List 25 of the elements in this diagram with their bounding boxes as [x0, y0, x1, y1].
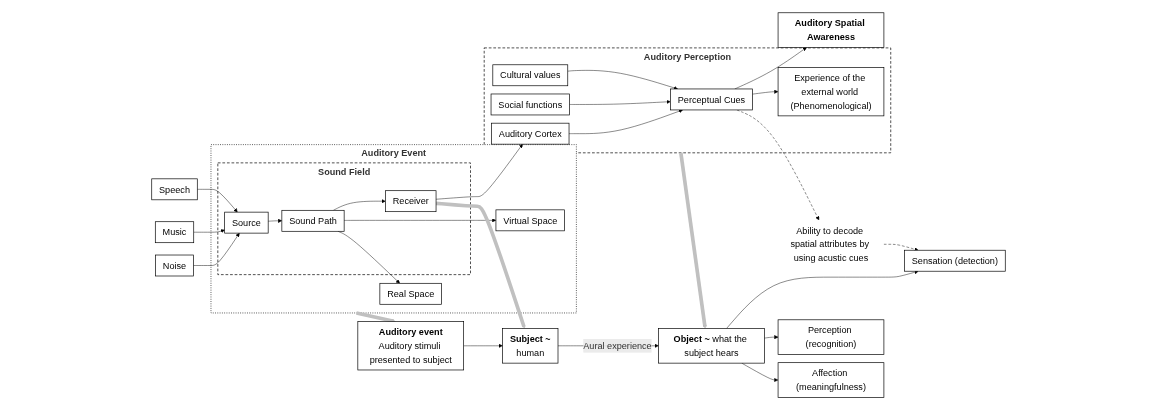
node-box: Auditory event Auditory stimuli presented to subject — [357, 321, 464, 371]
node-box: Subject ~ human — [502, 328, 559, 364]
edge-label: Aural experience — [583, 340, 652, 351]
node-box: Auditory Spatial Awareness — [777, 12, 885, 48]
node-box: Perceptual Cues — [670, 88, 753, 111]
node-box: Speech — [151, 178, 198, 201]
node-box: Sound Path — [281, 209, 345, 232]
node-box: Perception (recognition) — [777, 319, 885, 355]
node-box: Cultural values — [492, 64, 569, 87]
node-box: Noise — [155, 254, 194, 277]
node-box: Social functions — [490, 93, 570, 116]
arrow — [356, 311, 396, 323]
node-box: Receiver — [385, 190, 437, 212]
arrow — [679, 152, 707, 329]
node-box: Sensation (detection) — [904, 249, 1006, 272]
node-box: Experience of the external world (Phenomenological) — [777, 67, 885, 117]
node-text: Ability to decode spatial attributes by using acustic cues — [790, 225, 870, 263]
node-box: Real Space — [379, 282, 442, 305]
arrow — [435, 201, 526, 329]
node-box: Music — [154, 221, 195, 244]
node-box: Virtual Space — [495, 209, 565, 232]
node-box: Source — [224, 211, 269, 234]
node-box: Affection (meaningfulness) — [777, 362, 885, 398]
node-box: Object ~ what the subject hears — [658, 328, 765, 364]
node-box: Auditory Cortex — [491, 122, 570, 145]
